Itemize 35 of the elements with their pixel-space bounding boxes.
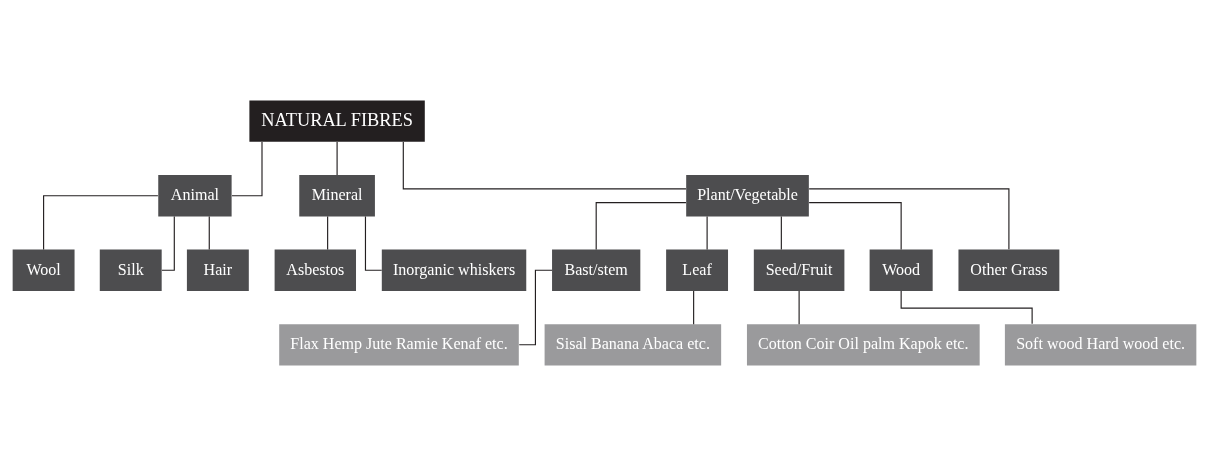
node-box: Animal: [158, 175, 232, 217]
node-box: Other Grass: [958, 249, 1060, 291]
connector: [336, 141, 338, 176]
connector: [518, 269, 553, 346]
connector: [327, 215, 329, 251]
node-box: Cotton Coir Oil palm Kapok etc.: [746, 324, 980, 366]
node-box: Plant/Vegetable: [686, 175, 809, 217]
connector: [364, 215, 383, 271]
connector: [595, 202, 687, 251]
node-box: Mineral: [299, 175, 375, 217]
connector: [231, 141, 263, 197]
connector: [798, 290, 800, 325]
node-box: Soft wood Hard wood etc.: [1004, 324, 1197, 366]
connector: [808, 188, 1010, 250]
node-box: Wool: [12, 249, 75, 291]
connector: [780, 215, 782, 251]
connector: [693, 290, 695, 325]
node-box: NATURAL FIBRES: [249, 100, 425, 142]
node-box: Seed/Fruit: [753, 249, 845, 291]
connector: [43, 195, 159, 251]
connector: [402, 141, 687, 190]
node-box: Bast/stem: [552, 249, 641, 291]
connector: [808, 202, 902, 251]
node-box: Wood: [869, 249, 933, 291]
node-box: Asbestos: [274, 249, 356, 291]
node-box: Leaf: [666, 249, 729, 291]
node-box: Hair: [186, 249, 249, 291]
connector: [161, 215, 175, 271]
node-box: Sisal Banana Abaca etc.: [544, 324, 722, 366]
node-box: Flax Hemp Jute Ramie Kenaf etc.: [279, 324, 519, 366]
connector: [208, 215, 210, 251]
node-box: Silk: [99, 249, 162, 291]
node-box: Inorganic whiskers: [381, 249, 527, 291]
connector: [900, 290, 1033, 325]
connector: [706, 215, 708, 251]
